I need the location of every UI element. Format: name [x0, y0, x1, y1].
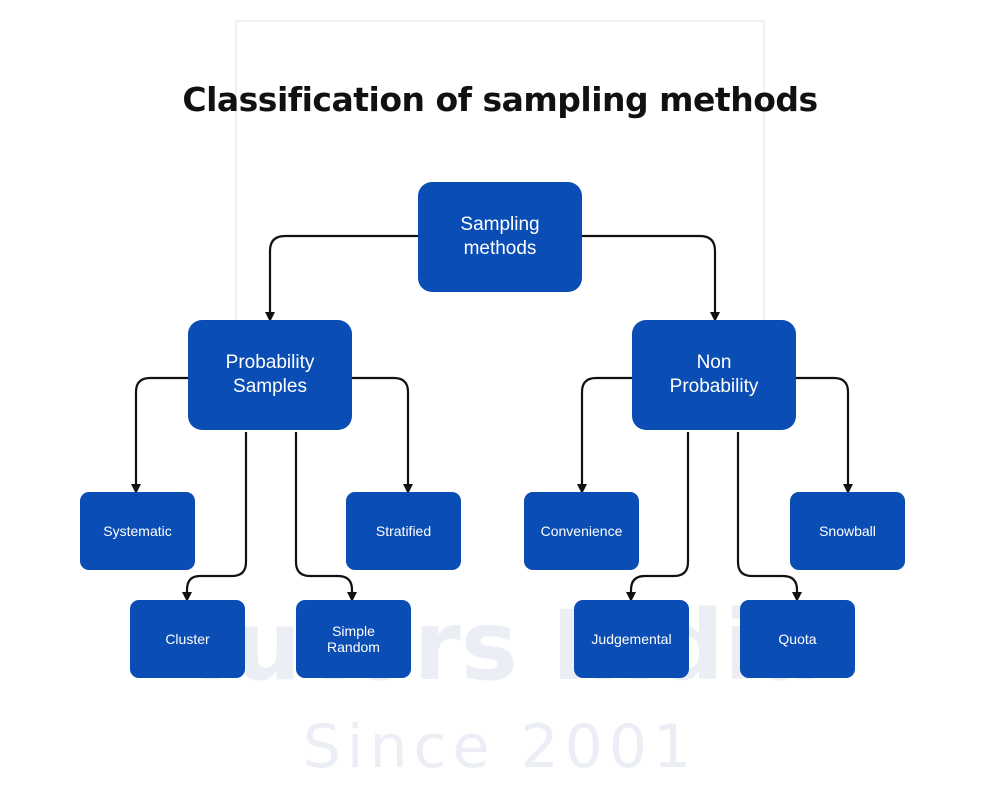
node-probability-samples: Probability Samples [188, 320, 352, 430]
watermark-logo-frame [235, 20, 765, 22]
node-probability-samples-line2: Samples [233, 376, 307, 397]
edge-probability-simplerandom [294, 432, 357, 602]
node-convenience: Convenience [524, 492, 639, 570]
node-judgemental: Judgemental [574, 600, 689, 678]
node-systematic: Systematic [80, 492, 195, 570]
node-convenience-label: Convenience [540, 523, 623, 539]
edge-probability-systematic [131, 376, 188, 494]
node-snowball-label: Snowball [819, 523, 876, 539]
node-simple-random-line2: Random [327, 639, 380, 655]
node-sampling-methods: Sampling methods [418, 182, 582, 292]
node-probability-samples-line1: Probability [225, 352, 315, 373]
node-cluster-label: Cluster [165, 631, 210, 647]
edge-nonprobability-judgemental [626, 432, 690, 602]
node-simple-random: Simple Random [296, 600, 411, 678]
node-stratified-label: Stratified [375, 523, 432, 539]
node-stratified: Stratified [346, 492, 461, 570]
edge-probability-stratified [352, 376, 413, 494]
node-quota-label: Quota [778, 631, 817, 647]
edge-root-nonprobability [582, 234, 720, 322]
node-non-probability: Non Probability [632, 320, 796, 430]
node-non-probability-line2: Probability [669, 376, 759, 397]
node-judgemental-label: Judgemental [591, 631, 672, 647]
node-quota: Quota [740, 600, 855, 678]
node-simple-random-line1: Simple [332, 623, 375, 639]
diagram-title: Classification of sampling methods [182, 80, 818, 119]
node-sampling-methods-line1: Sampling [460, 214, 540, 235]
watermark-logo-frame-right [763, 20, 765, 320]
edge-nonprobability-snowball [796, 376, 853, 494]
edge-nonprobability-quota [736, 432, 802, 602]
node-snowball: Snowball [790, 492, 905, 570]
edge-nonprobability-convenience [577, 376, 632, 494]
node-systematic-label: Systematic [103, 523, 172, 539]
edge-root-probability [265, 234, 418, 322]
node-sampling-methods-line2: methods [463, 238, 537, 259]
node-cluster: Cluster [130, 600, 245, 678]
edge-probability-cluster [182, 432, 248, 602]
watermark-since: Since 2001 [302, 712, 698, 782]
watermark-logo-frame-left [235, 20, 237, 320]
node-non-probability-line1: Non [696, 352, 732, 373]
watermark-brand: Tutors India [178, 590, 822, 702]
